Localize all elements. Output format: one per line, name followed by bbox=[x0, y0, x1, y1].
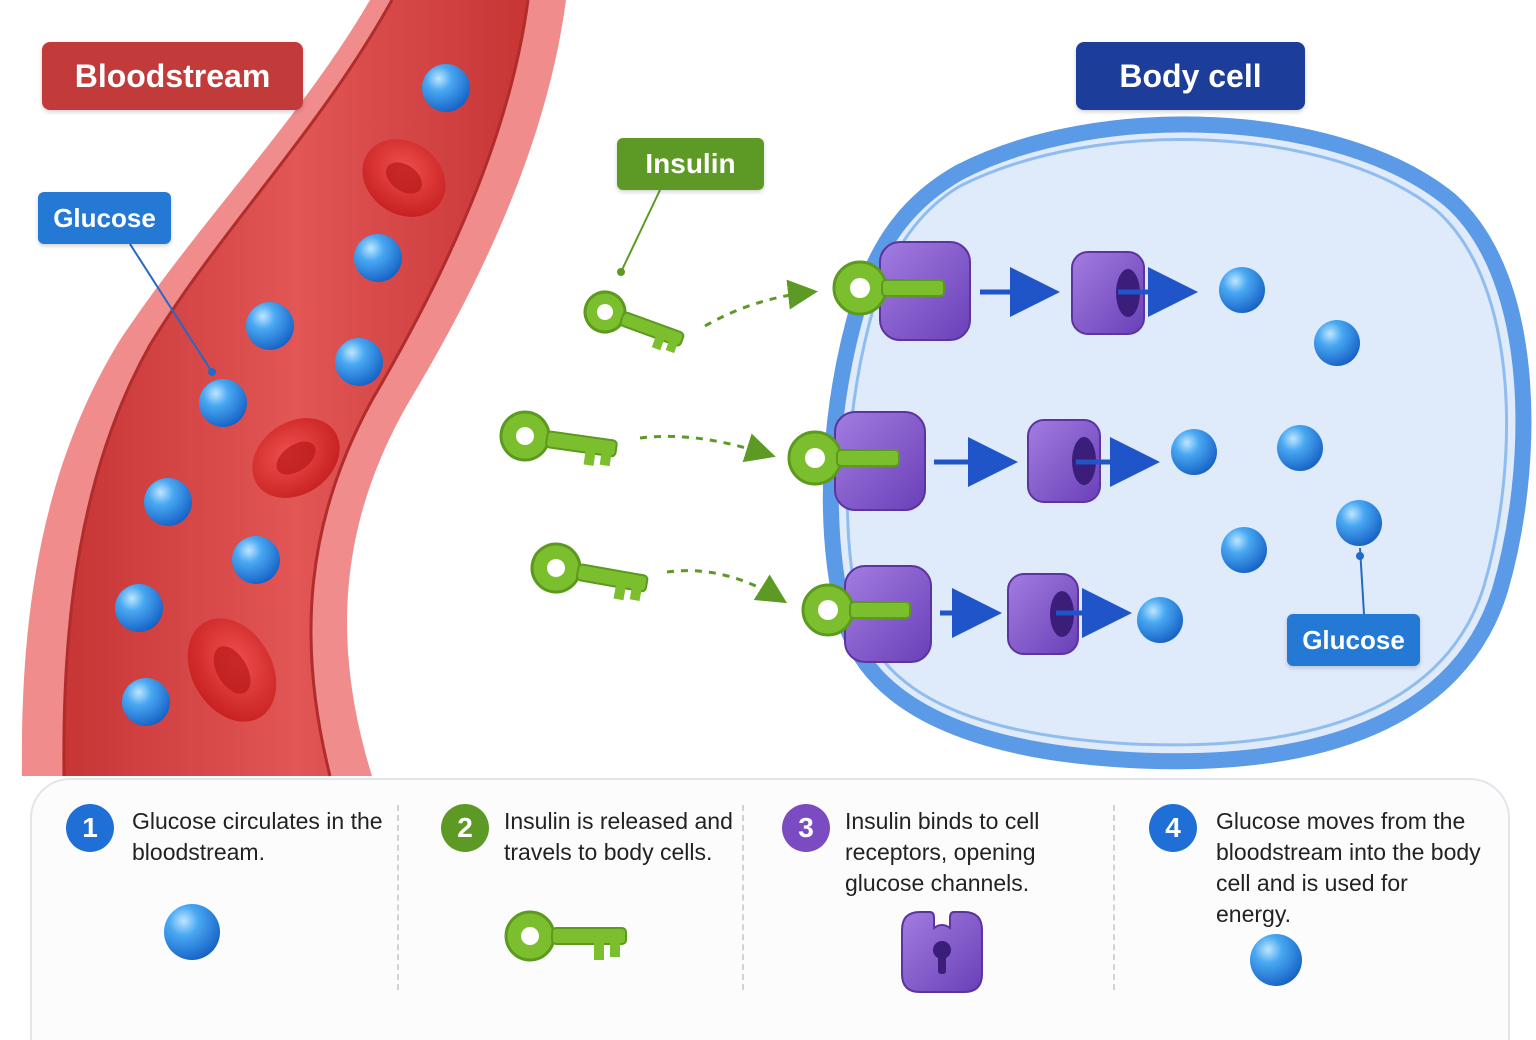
insulin-key-icon bbox=[499, 410, 618, 467]
insulin-label-pointer bbox=[620, 189, 661, 273]
glucose-molecule-icon bbox=[115, 584, 163, 632]
glucose-molecule-icon bbox=[1219, 267, 1265, 313]
step-4-text: Glucose moves from the bloodstream into … bbox=[1216, 808, 1481, 927]
steps-panel bbox=[30, 778, 1510, 1040]
glucose-molecule-icon bbox=[354, 234, 402, 282]
glucose-molecule-icon bbox=[164, 904, 220, 960]
receptor-lock-icon bbox=[901, 911, 983, 993]
glucose-molecule-icon bbox=[122, 678, 170, 726]
glucose-label-pointer bbox=[129, 243, 213, 373]
step-1-text: Glucose circulates in the bloodstream. bbox=[132, 808, 383, 865]
step-3-number: 3 bbox=[782, 804, 830, 852]
glucose-molecule-icon bbox=[246, 302, 294, 350]
cell-glucose bbox=[1137, 267, 1382, 643]
glucose-label-pointer-dot bbox=[1356, 552, 1364, 560]
glucose-molecule-icon bbox=[422, 64, 470, 112]
receptor-row-3 bbox=[801, 565, 1132, 663]
step-2-text: Insulin is released and travels to body … bbox=[504, 808, 733, 865]
glucose-molecule-icon bbox=[1336, 500, 1382, 546]
bloodstream-label: Bloodstream bbox=[42, 42, 303, 110]
receptor-row-2 bbox=[787, 411, 1160, 511]
insulin-key-icon bbox=[530, 542, 649, 602]
glucose-molecule-icon bbox=[1277, 425, 1323, 471]
glucose-label-cell: Glucose bbox=[1287, 614, 1420, 666]
glucose-molecule-icon bbox=[232, 536, 280, 584]
red-blood-cell bbox=[362, 139, 446, 217]
red-blood-cell bbox=[252, 418, 340, 498]
red-blood-cell bbox=[187, 618, 277, 722]
bloodstream-glucose bbox=[115, 64, 470, 726]
glucose-molecule-icon bbox=[1137, 597, 1183, 643]
red-blood-cells bbox=[187, 139, 446, 722]
glucose-label-pointer-dot bbox=[208, 368, 216, 376]
insulin-travel-arrows bbox=[639, 279, 818, 604]
glucose-molecule-icon bbox=[199, 379, 247, 427]
body-cell-label: Body cell bbox=[1076, 42, 1305, 110]
glucose-molecule-icon bbox=[1314, 320, 1360, 366]
bound-insulin-key-icon bbox=[801, 583, 911, 637]
insulin-label-pointer-dot bbox=[617, 268, 625, 276]
bound-insulin-key-icon bbox=[787, 430, 900, 486]
glucose-molecule-icon bbox=[144, 478, 192, 526]
insulin-key-icon bbox=[504, 910, 627, 962]
step-3-text: Insulin binds to cell receptors, opening… bbox=[845, 808, 1040, 896]
free-insulin-keys bbox=[499, 290, 685, 602]
glucose-molecule-icon bbox=[1171, 429, 1217, 475]
bound-insulin-key-icon bbox=[832, 260, 945, 316]
glucose-label-bloodstream: Glucose bbox=[38, 192, 171, 244]
step-divider bbox=[742, 805, 744, 990]
glucose-molecule-icon bbox=[335, 338, 383, 386]
blood-vessel bbox=[21, 0, 567, 777]
receptor-row-1 bbox=[832, 241, 1198, 341]
insulin-key-icon bbox=[583, 290, 685, 354]
glucose-molecule-icon bbox=[1250, 934, 1302, 986]
step-divider bbox=[397, 805, 399, 990]
step-4-number: 4 bbox=[1149, 804, 1197, 852]
step-1-number: 1 bbox=[66, 804, 114, 852]
glucose-molecule-icon bbox=[1221, 527, 1267, 573]
step-2-number: 2 bbox=[441, 804, 489, 852]
insulin-label: Insulin bbox=[617, 138, 764, 190]
step-divider bbox=[1113, 805, 1115, 990]
